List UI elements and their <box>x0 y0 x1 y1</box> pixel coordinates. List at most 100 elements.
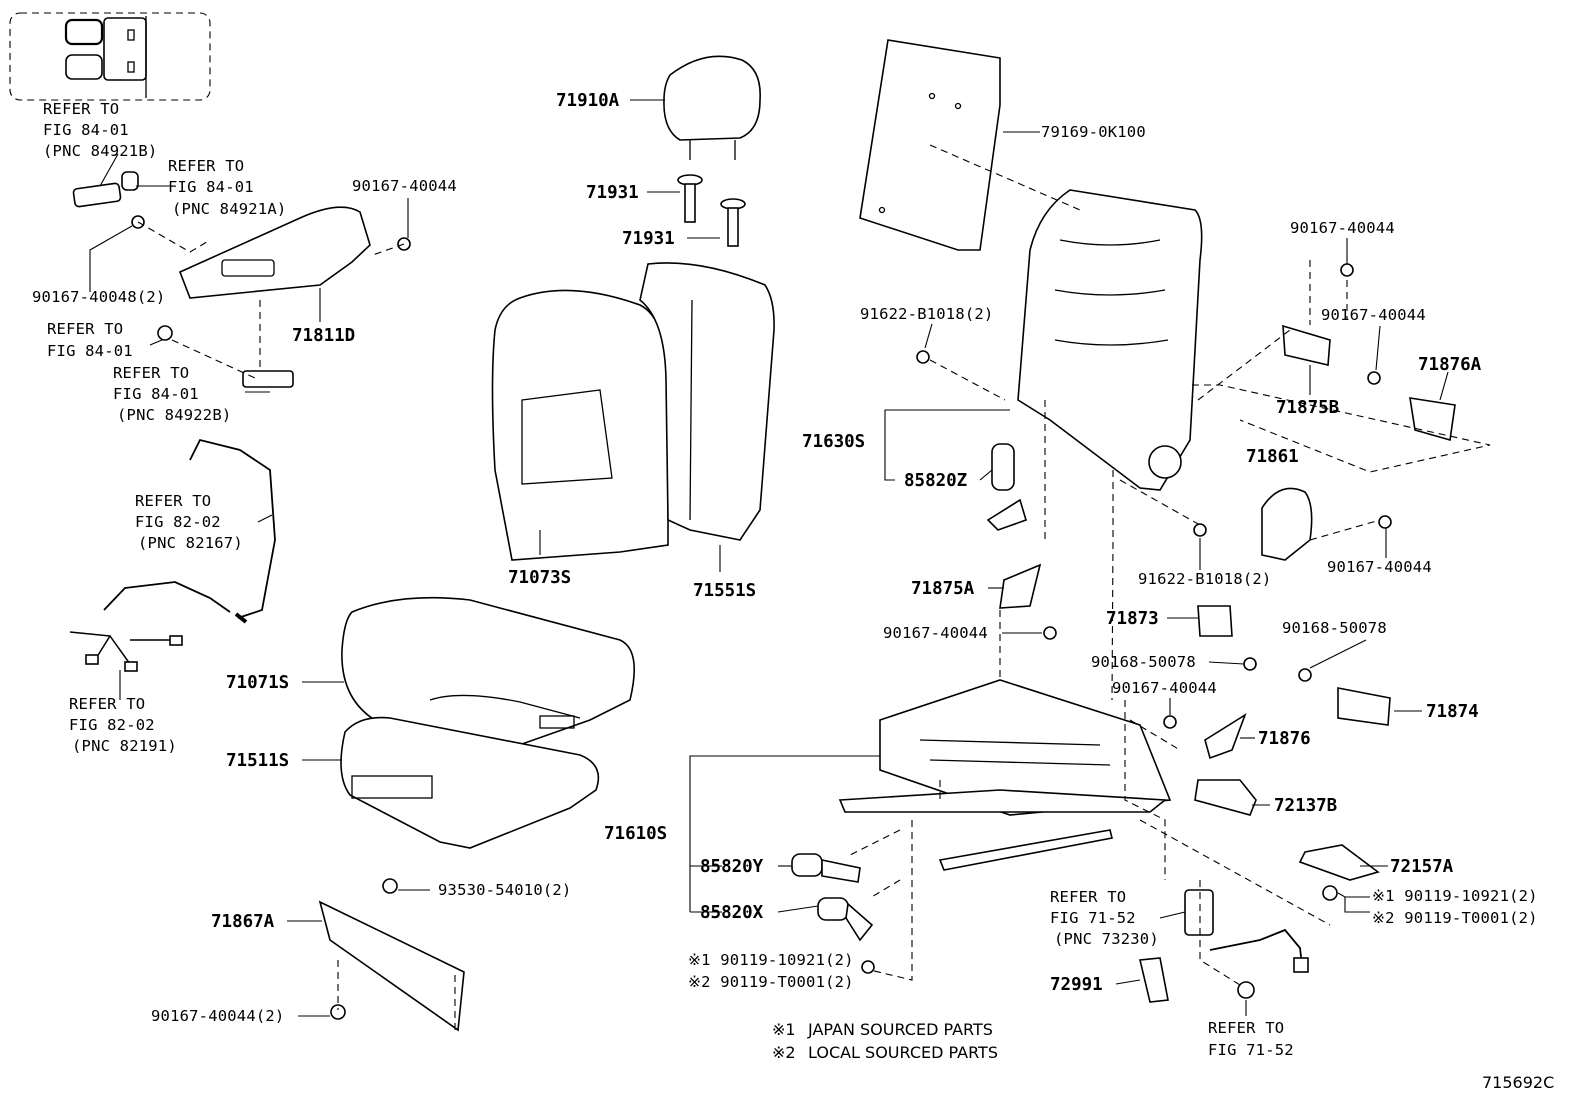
screw-small-a <box>157 325 173 341</box>
seatback-pad-71551s <box>639 262 775 541</box>
callout-33: 90168-50078 <box>1282 619 1387 637</box>
screw-91622-b1018-a <box>916 350 930 364</box>
bracket-72137b <box>1194 779 1257 816</box>
screw-90119-b <box>1322 885 1338 901</box>
callout-25: 71876A <box>1418 355 1482 375</box>
callout-31: 90167-40044 <box>883 624 988 642</box>
callout-45-line-1: FIG 71-52 <box>1050 909 1136 927</box>
callout-10: 71931 <box>586 183 639 203</box>
callout-3: 90167-40048(2) <box>32 288 165 306</box>
seatback-frame-71630s <box>1017 189 1203 491</box>
callout-34: 90168-50078 <box>1091 653 1196 671</box>
screw-90119-a <box>861 960 875 974</box>
callout-30: 71875A <box>911 579 975 599</box>
callout-4: 71811D <box>292 326 355 346</box>
callout-44-line-0: ※1 90119-10921(2) <box>1372 887 1538 905</box>
callout-41: 85820X <box>700 903 764 923</box>
callout-47-line-1: FIG 71-52 <box>1208 1041 1294 1059</box>
callout-45-line-2: (PNC 73230) <box>1054 930 1159 948</box>
seat-cushion-cover-71071s <box>341 596 636 751</box>
screw-90167-40044-b <box>1340 263 1354 277</box>
callout-42-line-0: ※1 90119-10921(2) <box>688 951 854 969</box>
callout-19: 79169-0K100 <box>1041 123 1146 141</box>
callout-40: 85820Y <box>700 857 764 877</box>
callout-2: 90167-40044 <box>352 177 457 195</box>
callout-21: 71630S <box>802 432 865 452</box>
side-cover-71861 <box>1261 487 1313 561</box>
screw-90168-50078-a <box>1243 657 1257 671</box>
callout-38: 72137B <box>1274 796 1337 816</box>
wire-harness-82191 <box>69 581 231 672</box>
callout-0-line-1: FIG 84-01 <box>43 121 129 139</box>
bracket-71875b <box>1282 324 1331 366</box>
callout-8-line-2: (PNC 82191) <box>72 737 177 755</box>
callout-6-line-0: REFER TO <box>113 364 189 382</box>
wire-harness-82167 <box>189 438 276 624</box>
callout-24: 90167-40044 <box>1321 306 1426 324</box>
callout-5-line-0: REFER TO <box>47 320 123 338</box>
callout-labels: REFER TO FIG 84-01 (PNC 84921B) REFER TO… <box>32 91 1538 1059</box>
seatback-cover-71073s <box>491 289 669 561</box>
callout-7-line-0: REFER TO <box>135 492 211 510</box>
footnote-2-text: LOCAL SOURCED PARTS <box>808 1043 998 1062</box>
seat-adjuster-71610s <box>838 679 1172 871</box>
motor-85820x <box>817 897 874 942</box>
screw-91622-b1018-b <box>1193 523 1207 537</box>
headrest-71910a <box>663 55 761 160</box>
callout-36: 71874 <box>1426 702 1479 722</box>
footnotes: ※1 JAPAN SOURCED PARTS ※2 LOCAL SOURCED … <box>772 1020 998 1062</box>
callout-44-line-1: ※2 90119-T0001(2) <box>1372 909 1538 927</box>
callout-11: 71931 <box>622 229 675 249</box>
callout-26: 71875B <box>1276 398 1339 418</box>
recliner-motor-85820z <box>986 443 1027 531</box>
callout-13: 71551S <box>693 581 756 601</box>
callout-1-line-1: FIG 84-01 <box>168 178 254 196</box>
seat-cushion-pad-71511s <box>340 716 600 849</box>
footnote-1-mark: ※1 <box>772 1020 796 1039</box>
bracket-71876 <box>1204 713 1247 760</box>
callout-6-line-1: FIG 84-01 <box>113 385 199 403</box>
footnote-2-mark: ※2 <box>772 1043 796 1062</box>
callout-15: 71511S <box>226 751 289 771</box>
bracket-71874 <box>1337 687 1391 726</box>
screw-90167-40044-f <box>1163 715 1177 729</box>
callout-45-line-0: REFER TO <box>1050 888 1126 906</box>
callout-32: 71873 <box>1106 609 1159 629</box>
screw-90167-40044-2 <box>330 1004 346 1020</box>
callout-5-line-1: FIG 84-01 <box>47 342 133 360</box>
callout-14: 71071S <box>226 673 289 693</box>
callout-0-line-0: REFER TO <box>43 100 119 118</box>
screw-90167-40044-d <box>1378 515 1392 529</box>
callout-20: 91622-B1018(2) <box>860 305 993 323</box>
callout-28: 90167-40044 <box>1327 558 1432 576</box>
callout-1-line-2: (PNC 84921A) <box>172 200 286 218</box>
callout-43: 72157A <box>1390 857 1454 877</box>
callout-7-line-2: (PNC 82167) <box>138 534 243 552</box>
nut-71-52 <box>1237 981 1255 999</box>
screw-90167-40044-e <box>1043 626 1057 640</box>
bracket-71875a <box>999 563 1042 609</box>
callout-42-line-1: ※2 90119-T0001(2) <box>688 973 854 991</box>
callout-12: 71073S <box>508 568 571 588</box>
bracket-71873 <box>1197 605 1233 637</box>
switch-84922b <box>242 370 294 388</box>
switch-knob-84921b <box>72 182 122 208</box>
motor-85820y <box>791 853 861 883</box>
side-cover-71811d <box>178 206 371 299</box>
callout-8-line-0: REFER TO <box>69 695 145 713</box>
callout-7-line-1: FIG 82-02 <box>135 513 221 531</box>
callout-27: 71861 <box>1246 447 1299 467</box>
footnote-1-text: JAPAN SOURCED PARTS <box>807 1020 993 1039</box>
callout-9: 71910A <box>556 91 620 111</box>
screw-90168-50078-b <box>1298 668 1312 682</box>
bracket-72157a <box>1298 844 1380 881</box>
assembly-lines <box>137 144 1491 1035</box>
callout-8-line-1: FIG 82-02 <box>69 716 155 734</box>
callout-0-line-2: (PNC 84921B) <box>43 142 157 160</box>
switch-knob-84921a <box>121 171 139 191</box>
callout-46: 72991 <box>1050 975 1103 995</box>
bracket-71876a <box>1409 397 1456 442</box>
lower-trim-71867a <box>318 900 465 1032</box>
